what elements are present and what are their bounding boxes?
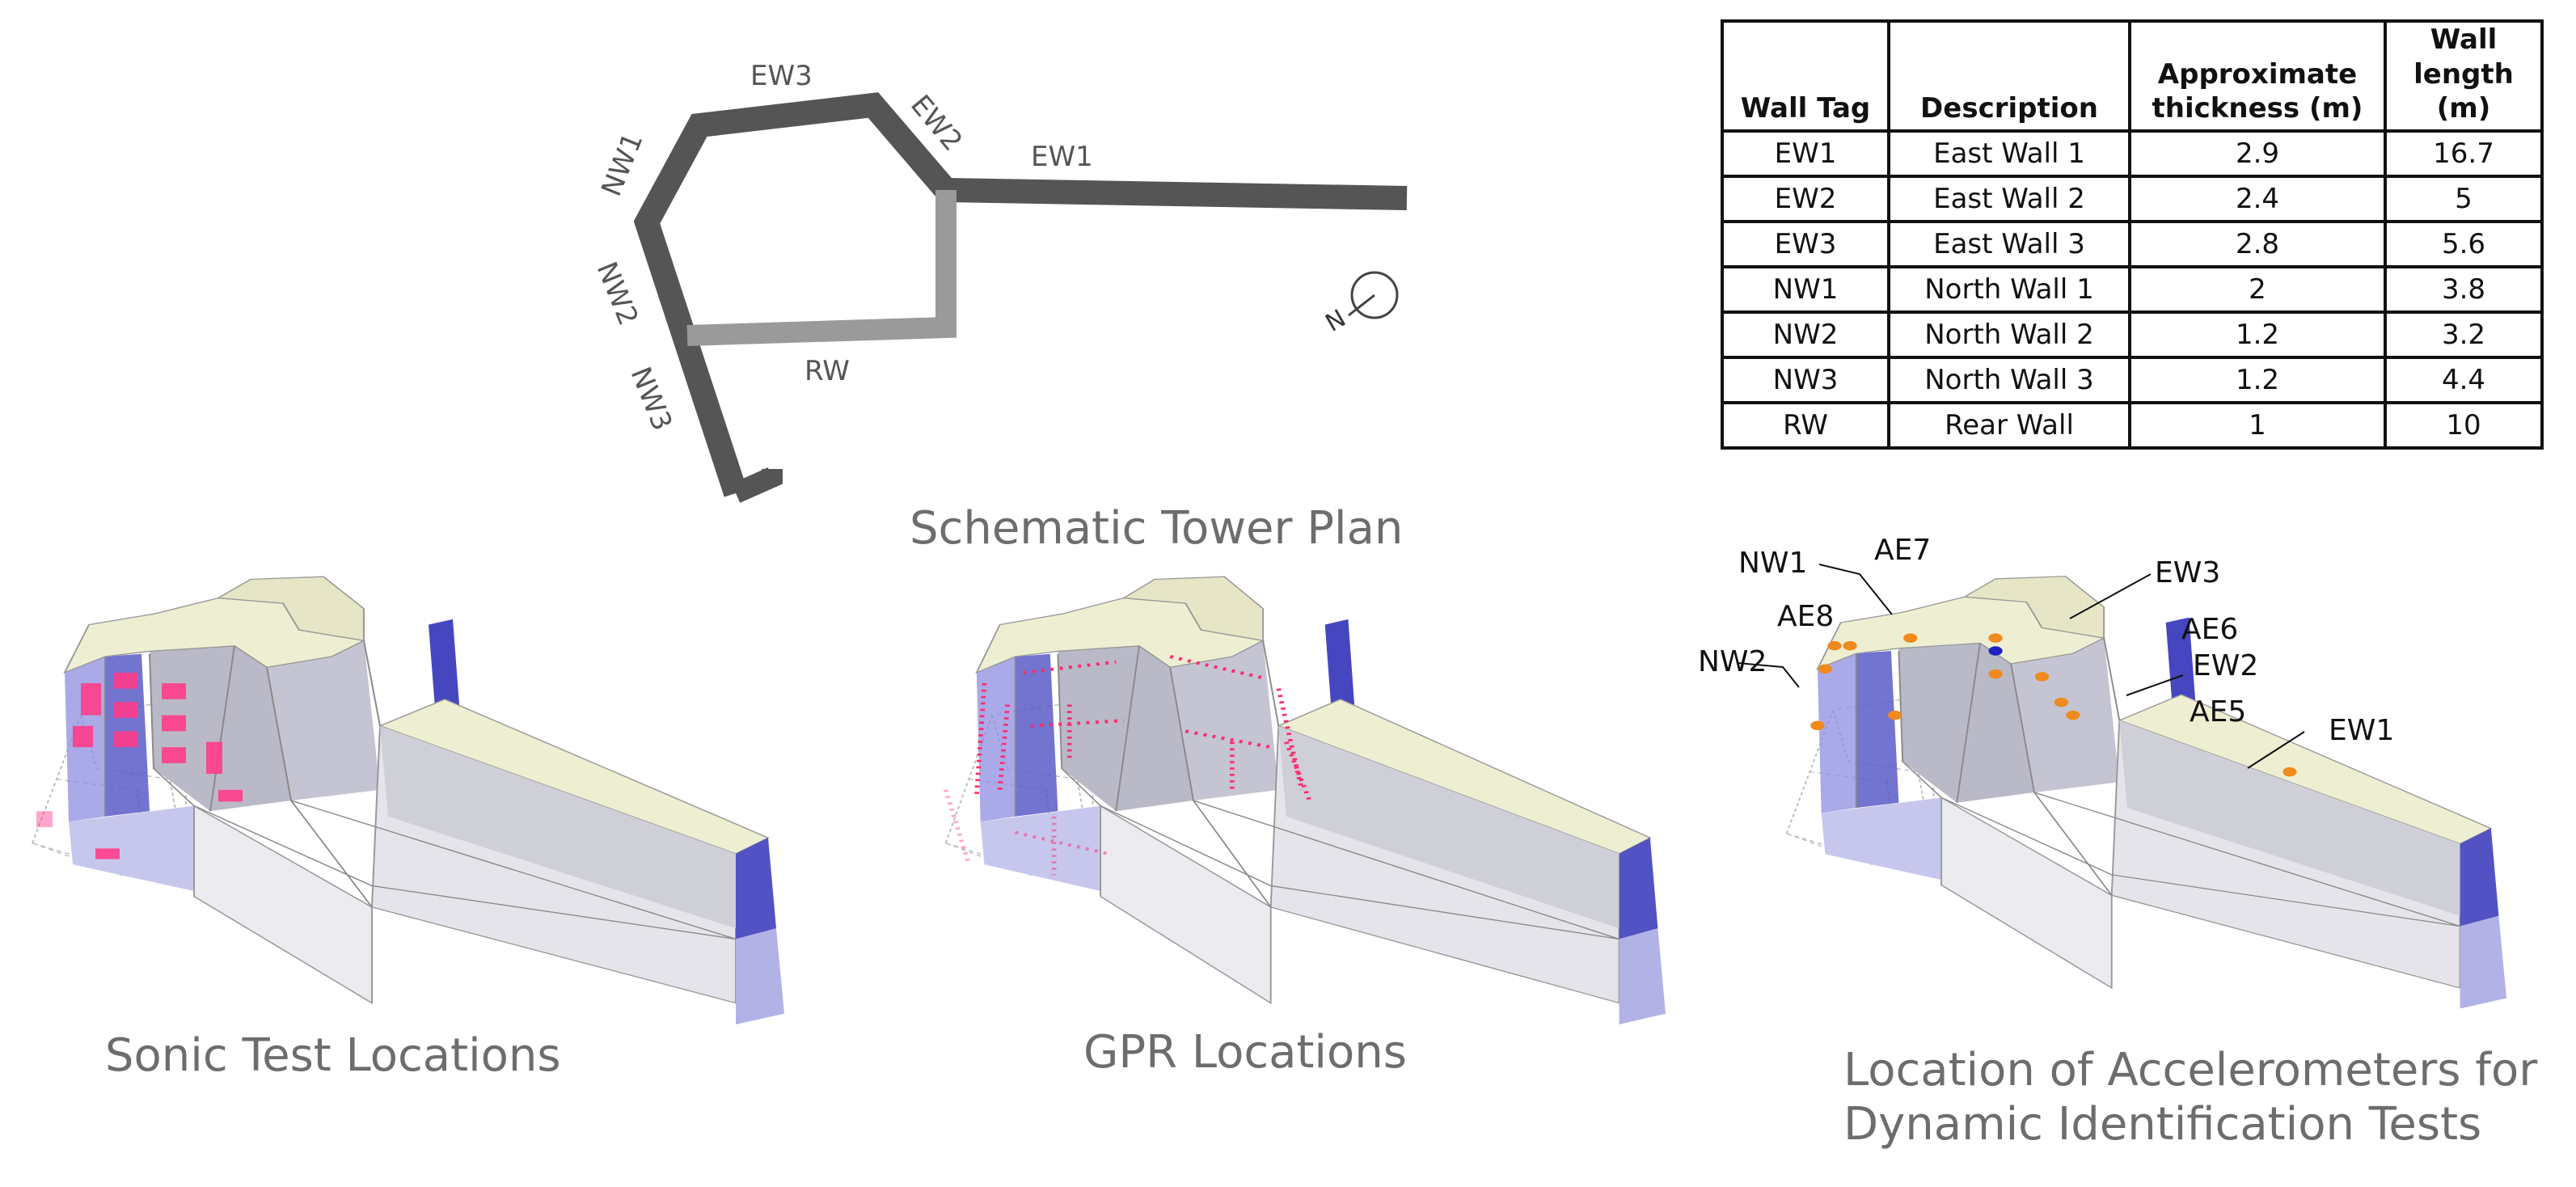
label-nw2: NW2	[590, 257, 644, 330]
schematic-tower-plan: EW3 EW2 EW1 NW1 NW2 NW3 RW N	[590, 60, 1408, 503]
label-ae7: AE7	[1874, 534, 1931, 567]
accelerometer-caption-line1: Location of Accelerometers for	[1843, 1044, 2538, 1096]
wall-outline-dark	[633, 92, 1408, 497]
label-ew3: EW3	[2155, 556, 2220, 589]
header-length: Wall length (m)	[2384, 19, 2544, 133]
accelerometer-caption: Location of Accelerometers for Dynamic I…	[1843, 1043, 2537, 1151]
table-header-row: Wall Tag Description Approximate thickne…	[1721, 19, 2544, 133]
accelerometer-annotations: NW1 AE7 EW3 AE8 AE6 NW2 EW2 AE5 EW1	[1698, 534, 2394, 769]
header-thickness: Approximate thickness (m)	[2128, 19, 2387, 133]
accelerometer-model	[1779, 566, 2507, 1019]
label-ew1: EW1	[1031, 141, 1093, 173]
header-description: Description	[1887, 19, 2131, 133]
header-wall-tag: Wall Tag	[1721, 19, 1890, 133]
sonic-caption: Sonic Test Locations	[105, 1029, 561, 1082]
wall-properties-table: Wall Tag Description Approximate thickne…	[1721, 19, 2544, 450]
label-ae8: AE8	[1777, 600, 1834, 633]
gpr-scan-lines	[943, 655, 1312, 876]
label-ew2: EW2	[2193, 649, 2258, 682]
gpr-model-figure	[943, 576, 1666, 1025]
label-nw1: NW1	[595, 129, 649, 201]
label-ew3: EW3	[750, 60, 813, 92]
label-nw2: NW2	[1698, 645, 1767, 678]
accelerometer-markers	[1810, 633, 2297, 777]
label-ae5: AE5	[2190, 695, 2246, 729]
sonic-test-markers	[36, 672, 243, 860]
label-ew1: EW1	[2329, 714, 2394, 747]
label-ae6: AE6	[2181, 613, 2238, 646]
accelerometer-model-figure	[1785, 575, 2507, 1010]
wall-nw3-end	[731, 467, 783, 503]
gpr-caption: GPR Locations	[1083, 1026, 1407, 1079]
rear-wall	[686, 190, 956, 346]
accelerometer-caption-line2: Dynamic Identification Tests	[1843, 1098, 2482, 1151]
label-rw: RW	[804, 355, 850, 387]
label-nw3: NW3	[624, 362, 678, 435]
plan-caption: Schematic Tower Plan	[910, 502, 1404, 555]
north-arrow-icon	[1348, 271, 1399, 319]
sonic-test-model	[24, 566, 785, 1035]
gpr-model	[938, 566, 1666, 1035]
sonic-model-figure	[32, 576, 785, 1025]
north-label: N	[1321, 304, 1351, 338]
label-nw1: NW1	[1738, 547, 1807, 580]
